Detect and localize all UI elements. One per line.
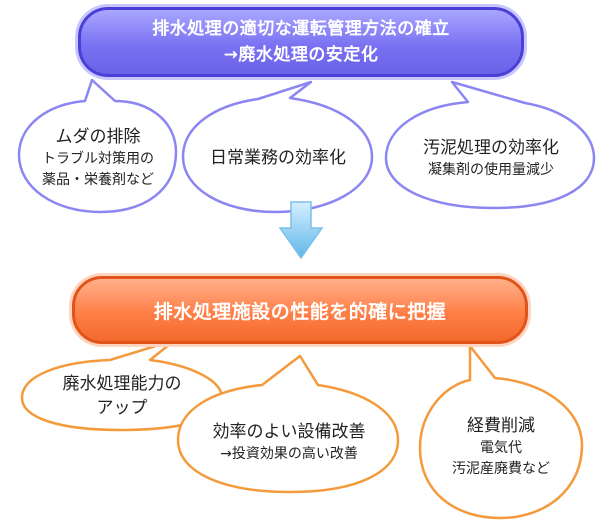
daily-title: 日常業務の効率化	[210, 148, 346, 168]
bubble-text-waste: ムダの排除 トラブル対策用の 薬品・栄養剤など	[20, 108, 176, 208]
capacity-line-2: アップ	[96, 398, 148, 418]
sludge-sub-1: 凝集剤の使用量減少	[428, 161, 554, 178]
equipment-title: 効率のよい設備改善	[212, 421, 366, 442]
bubble-daily-efficiency	[181, 80, 374, 214]
bubble-capacity-up	[20, 338, 224, 432]
cost-sub-2: 汚泥産廃費など	[452, 461, 550, 477]
bubble-text-capacity: 廃水処理能力の アップ	[24, 364, 220, 428]
bubble-text-cost: 経費削減 電気代 汚泥産廃費など	[422, 392, 580, 502]
waste-title: ムダの排除	[55, 127, 141, 147]
equipment-sub: →投資効果の高い改善	[220, 445, 358, 462]
sludge-title: 汚泥処理の効率化	[423, 137, 559, 158]
bubble-text-equipment: 効率のよい設備改善 →投資効果の高い改善	[180, 396, 398, 488]
waste-sub-2: 薬品・栄養剤など	[42, 172, 154, 188]
waste-sub-1: トラブル対策用の	[42, 151, 154, 167]
bubble-waste-elimination	[17, 78, 178, 214]
goal-line-2: →廃水処理の安定化	[223, 45, 379, 65]
goal-line-1: 排水処理の適切な運転管理方法の確立	[152, 19, 450, 39]
down-arrow-icon	[278, 201, 324, 260]
bottom-box-label: 排水処理施設の性能を的確に把握	[153, 300, 447, 323]
cost-title: 経費削減	[467, 416, 535, 436]
bubble-text-sludge: 汚泥処理の効率化 凝集剤の使用量減少	[388, 110, 594, 206]
bubble-sludge-efficiency	[384, 80, 596, 210]
cost-sub-1: 電気代	[480, 440, 522, 456]
bubble-equipment-improvement	[176, 354, 400, 494]
bubble-cost-reduction	[418, 344, 584, 520]
bubble-text-daily: 日常業務の効率化	[185, 110, 371, 206]
capacity-line-1: 廃水処理能力の	[62, 374, 182, 394]
goal-box-bottom: 排水処理施設の性能を的確に把握	[72, 276, 528, 344]
goal-box-top: 排水処理の適切な運転管理方法の確立 →廃水処理の安定化	[78, 7, 524, 77]
